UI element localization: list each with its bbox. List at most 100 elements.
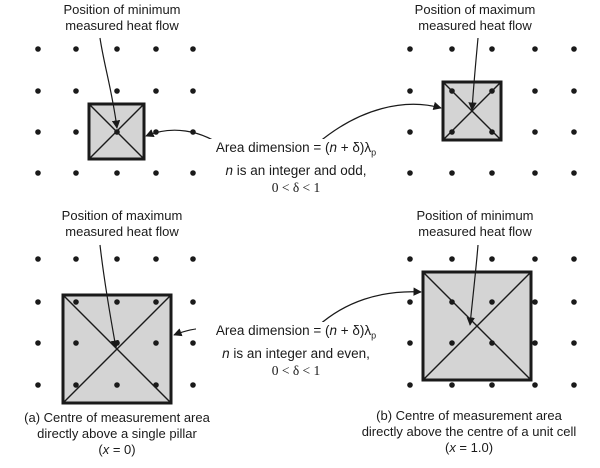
pillar-dot <box>571 46 577 52</box>
pillar-dot <box>190 256 196 262</box>
caption-b-open: ( <box>444 440 450 455</box>
pillar-dot <box>153 299 159 305</box>
pillar-dot <box>449 129 455 135</box>
pillar-dot <box>407 170 413 176</box>
pillar-dot <box>114 170 120 176</box>
area-note-odd-line3: 0 < δ < 1 <box>271 179 321 195</box>
pillar-dot <box>489 46 495 52</box>
pillar-dot <box>532 170 538 176</box>
pillar-dot <box>571 382 577 388</box>
area-note-odd-mid: + δ)λ <box>337 140 372 155</box>
pillar-dot <box>73 170 79 176</box>
caption-b-line3: (x = 1.0) <box>340 440 598 456</box>
pillar-dot <box>114 88 120 94</box>
pillar-dot <box>407 46 413 52</box>
caption-a-line1: (a) Centre of measurement area <box>24 410 210 425</box>
pillar-dot <box>449 299 455 305</box>
label-top-right-line2: measured heat flow <box>418 18 532 33</box>
arrow-bottom-left-label <box>99 244 119 349</box>
area-note-odd-sub: p <box>371 147 377 158</box>
pillar-dot <box>153 88 159 94</box>
area-note-even-line2: n is an integer and even, <box>196 345 396 362</box>
pillar-dot <box>114 299 120 305</box>
pillar-dot <box>449 340 455 346</box>
label-bottom-left-line2: measured heat flow <box>65 224 179 239</box>
pillar-dot <box>449 382 455 388</box>
pillar-dot <box>153 170 159 176</box>
area-note-odd-prefix: Area dimension = ( <box>215 140 330 155</box>
pillar-dot <box>114 382 120 388</box>
pillar-dot <box>153 340 159 346</box>
caption-a-var: x <box>102 442 110 457</box>
area-note-odd: Area dimension = (n + δ)λp n is an integ… <box>196 139 396 196</box>
label-bottom-right-line1: Position of minimum <box>416 208 534 223</box>
area-note-odd-line2-n: n <box>225 162 233 178</box>
pillar-dot <box>114 129 120 135</box>
arrow-note-even-to-right <box>317 287 422 327</box>
pillar-dot <box>35 299 41 305</box>
pillar-dot <box>407 88 413 94</box>
pillar-dot <box>489 88 495 94</box>
pillar-dot <box>35 256 41 262</box>
pillar-dot <box>532 88 538 94</box>
pillar-dot <box>407 299 413 305</box>
pillar-dot <box>489 129 495 135</box>
arrow-note-odd-to-right <box>317 101 442 144</box>
caption-b-line1: (b) Centre of measurement area <box>376 408 562 423</box>
area-note-even-line2-n: n <box>222 345 230 361</box>
pillar-dot <box>35 170 41 176</box>
area-note-even-line2-rest: is an integer and even, <box>229 345 370 361</box>
caption-a-line3: (x = 0) <box>0 442 234 458</box>
label-top-right-line1: Position of maximum <box>414 2 536 17</box>
area-note-odd-line2-rest: is an integer and odd, <box>232 162 367 178</box>
pillar-dot <box>35 382 41 388</box>
pillar-dot <box>489 299 495 305</box>
label-bottom-right: Position of minimum measured heat flow <box>392 208 558 240</box>
caption-b-line2: directly above the centre of a unit cell <box>361 424 577 439</box>
arrow-top-left-label <box>99 37 121 129</box>
area-note-even-sub: p <box>371 330 377 341</box>
pillar-dot <box>571 299 577 305</box>
caption-b: (b) Centre of measurement area directly … <box>340 408 598 456</box>
pillar-dot <box>153 382 159 388</box>
area-note-even-mid: + δ)λ <box>337 323 372 338</box>
pillar-dot <box>489 170 495 176</box>
label-top-right: Position of maximum measured heat flow <box>390 2 560 34</box>
area-note-even-line1: Area dimension = (n + δ)λp <box>196 322 396 345</box>
pillar-dot <box>73 88 79 94</box>
pillar-dot <box>190 88 196 94</box>
pillar-dot <box>73 299 79 305</box>
pillar-dot <box>190 340 196 346</box>
pillar-dot <box>407 340 413 346</box>
caption-a: (a) Centre of measurement area directly … <box>0 410 234 458</box>
pillar-dot <box>153 256 159 262</box>
pillar-dot <box>35 46 41 52</box>
pillar-dot <box>190 299 196 305</box>
measurement-area-bottom-right <box>421 270 533 382</box>
pillar-dot <box>449 88 455 94</box>
pillar-dot <box>571 88 577 94</box>
pillar-dot <box>571 129 577 135</box>
pillar-dot <box>73 129 79 135</box>
area-diagonal <box>422 271 532 381</box>
caption-a-rest: = 0) <box>109 442 136 457</box>
pillar-dot <box>114 46 120 52</box>
area-note-even-line3: 0 < δ < 1 <box>271 362 321 378</box>
caption-b-rest: = 1.0) <box>455 440 494 455</box>
area-note-even-n: n <box>329 323 338 338</box>
area-note-even-prefix: Area dimension = ( <box>215 323 330 338</box>
pillar-dot <box>449 46 455 52</box>
pillar-dot <box>73 340 79 346</box>
area-note-even: Area dimension = (n + δ)λp n is an integ… <box>196 322 396 379</box>
caption-b-var: x <box>449 440 456 455</box>
pillar-dot <box>407 129 413 135</box>
pillar-dot <box>532 256 538 262</box>
pillar-dot <box>35 129 41 135</box>
pillar-dot <box>571 256 577 262</box>
pillar-dot <box>73 382 79 388</box>
pillar-dot <box>532 340 538 346</box>
pillar-dot <box>532 46 538 52</box>
pillar-dot <box>190 382 196 388</box>
label-bottom-left-line1: Position of maximum <box>61 208 183 223</box>
